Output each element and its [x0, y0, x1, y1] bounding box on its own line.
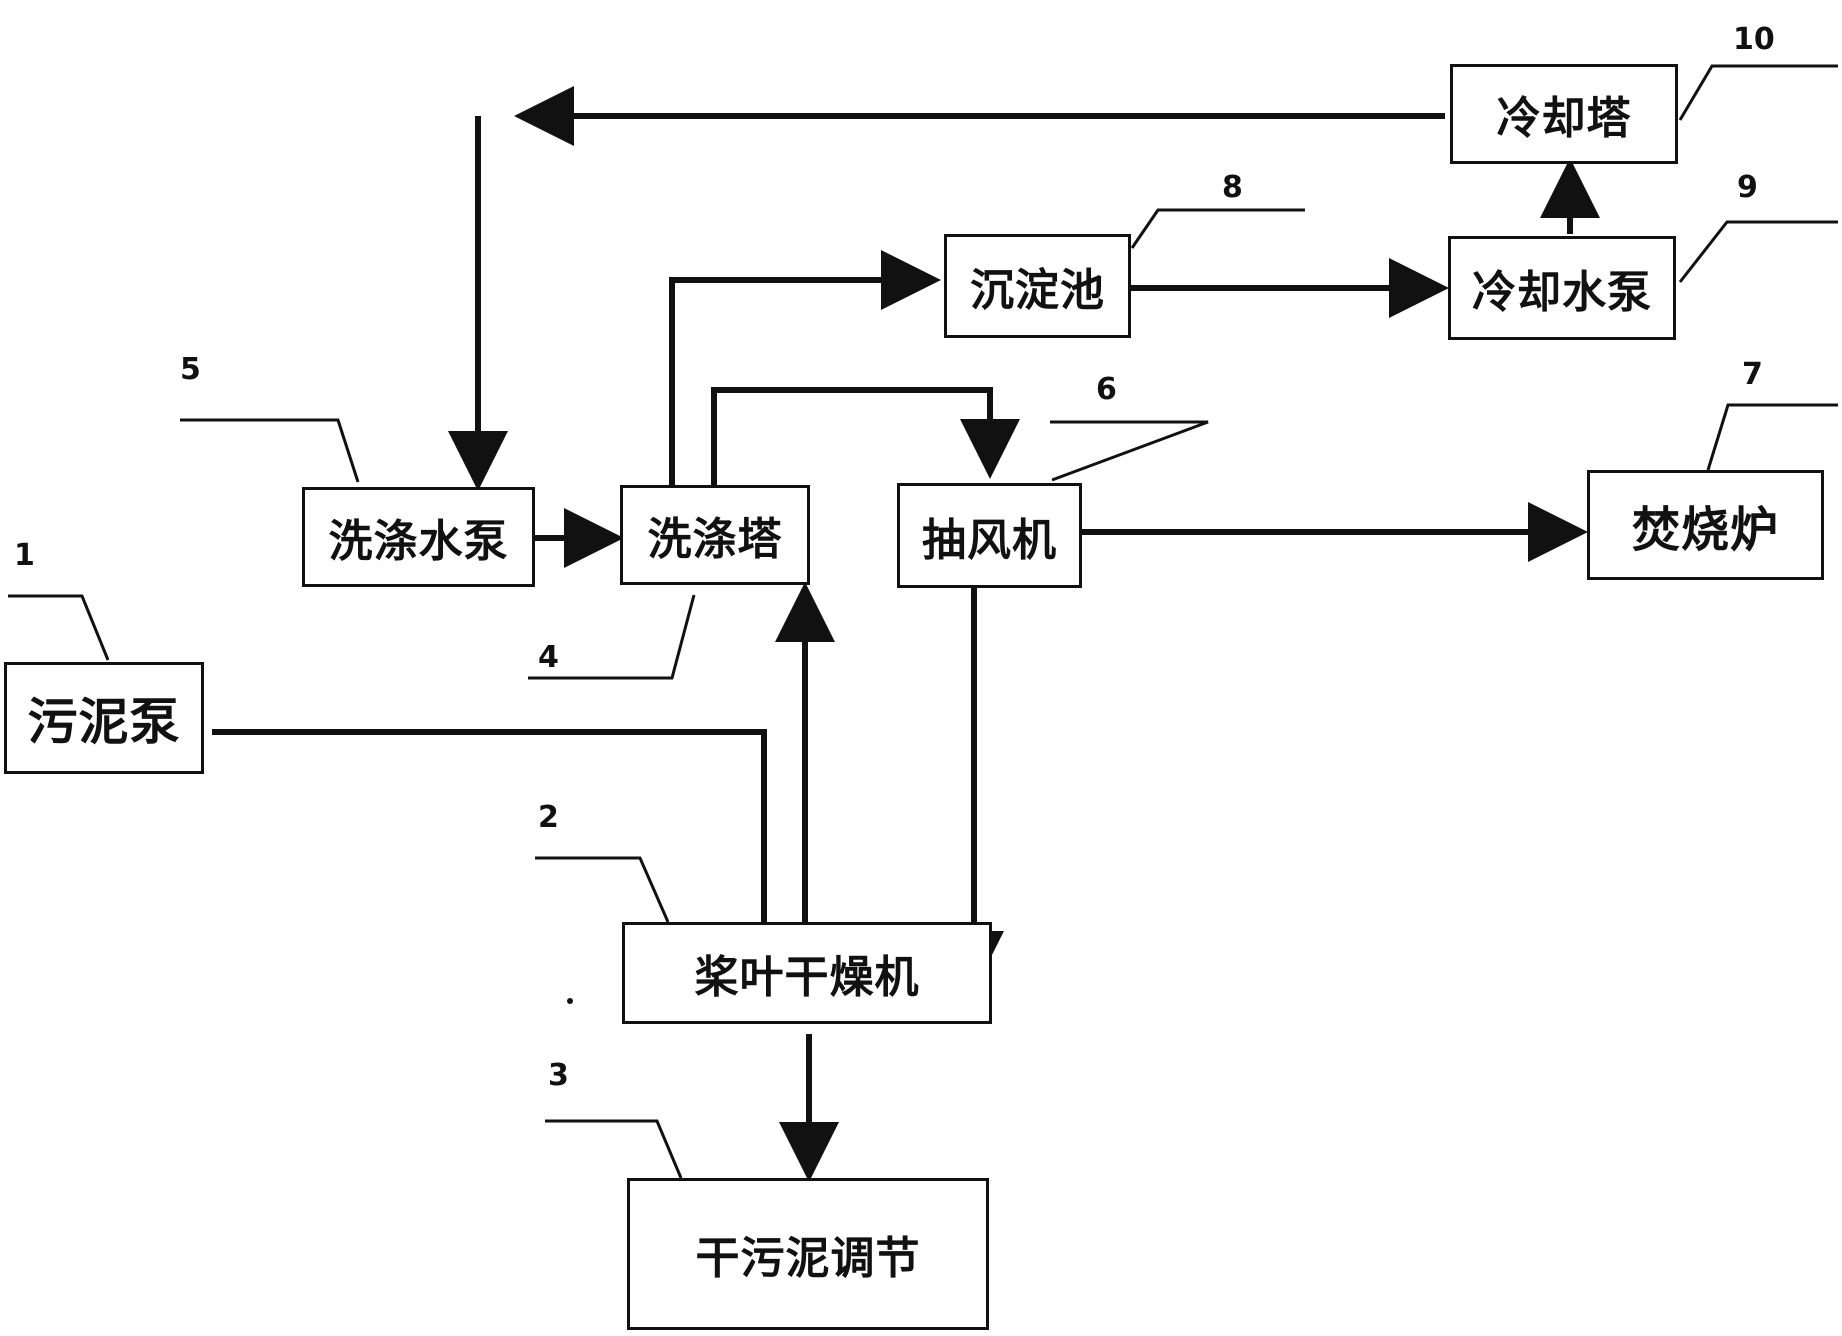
leader-line-7	[1706, 403, 1838, 471]
label-number-8: 8	[1222, 170, 1243, 205]
scrubber-tower-label: 洗涤塔	[647, 514, 783, 565]
cooling-tower-box: 冷却塔	[1450, 64, 1678, 164]
leader-line-1	[8, 594, 110, 661]
label-number-3: 3	[548, 1058, 569, 1093]
stray-dot	[567, 998, 573, 1004]
flow-arrow-sludge-to-dryer	[212, 729, 794, 991]
label-number-9: 9	[1737, 170, 1758, 205]
scrubber-pump-box: 洗涤水泵	[302, 487, 535, 587]
exhaust-fan-box: 抽风机	[897, 483, 1082, 588]
leader-line-4	[528, 594, 696, 680]
leader-line-8	[1130, 208, 1305, 249]
cooling-water-pump-box: 冷却水泵	[1448, 236, 1676, 340]
cooling-tower-label: 冷却塔	[1496, 93, 1632, 144]
scrubber-pump-label: 洗涤水泵	[328, 516, 509, 567]
leader-line-6	[1050, 420, 1209, 482]
leader-line-2	[535, 856, 670, 923]
incinerator-label: 焚烧炉	[1631, 502, 1779, 558]
flow-arrow-scrubber-to-sedimentation	[669, 250, 941, 485]
sedimentation-tank-label: 沉淀池	[970, 265, 1105, 316]
paddle-dryer-label: 桨叶干燥机	[694, 952, 920, 1003]
dry-sludge-conditioning-label: 干污泥调节	[695, 1233, 921, 1284]
label-number-6: 6	[1096, 372, 1117, 407]
label-number-2: 2	[538, 800, 559, 835]
label-number-5: 5	[180, 352, 201, 387]
label-number-10: 10	[1733, 22, 1775, 57]
label-number-1: 1	[14, 538, 35, 573]
leader-line-9	[1678, 220, 1838, 283]
dry-sludge-conditioning-box: 干污泥调节	[627, 1178, 989, 1330]
scrubber-tower-box: 洗涤塔	[620, 485, 810, 585]
sedimentation-tank-box: 沉淀池	[944, 234, 1131, 338]
sludge-pump-label: 污泥泵	[27, 693, 181, 751]
cooling-water-pump-label: 冷却水泵	[1472, 267, 1652, 318]
flow-arrow-scrubber-to-fan	[711, 387, 1020, 485]
paddle-dryer-box: 桨叶干燥机	[622, 922, 992, 1024]
exhaust-fan-label: 抽风机	[922, 514, 1057, 566]
incinerator-box: 焚烧炉	[1587, 470, 1824, 580]
leader-line-5	[180, 418, 360, 483]
leader-line-3	[545, 1119, 683, 1179]
label-number-7: 7	[1742, 357, 1763, 392]
leader-line-10	[1678, 64, 1838, 121]
label-number-4: 4	[538, 640, 559, 675]
sludge-pump-box: 污泥泵	[4, 662, 204, 774]
